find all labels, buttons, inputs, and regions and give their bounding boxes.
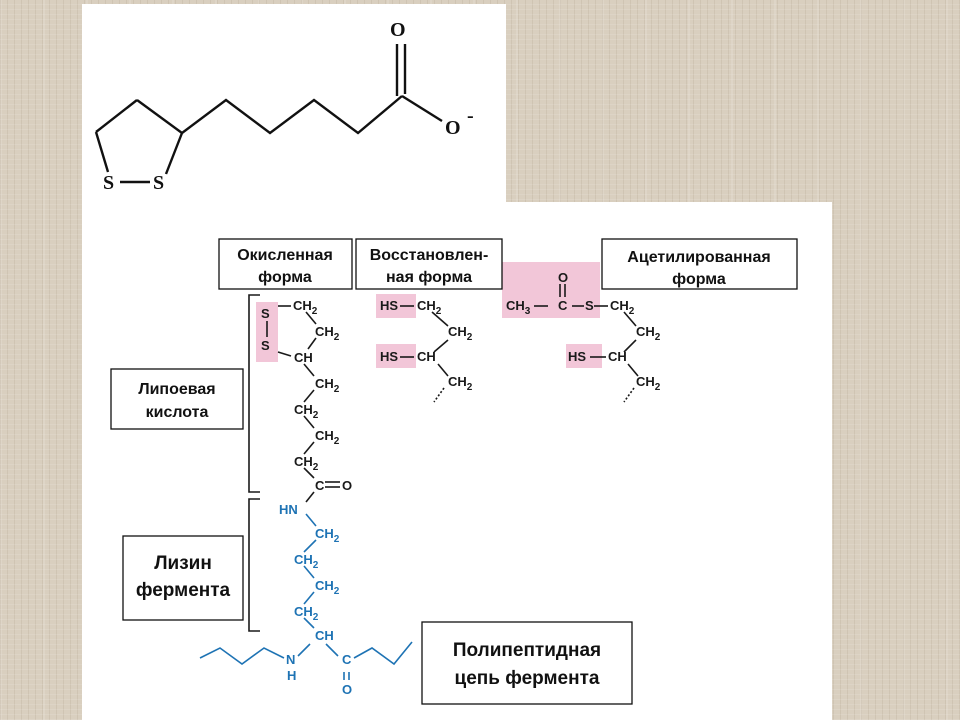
alpha-carbon: CH — [315, 628, 334, 643]
negative-charge: - — [467, 105, 474, 127]
methine-group: CH — [294, 350, 313, 365]
lipoic-acid-bracket — [248, 294, 260, 493]
oxidized-form-label: Окисленная форма — [218, 238, 353, 290]
methylene-group: CH2 — [294, 402, 319, 421]
methylene-group: CH2 — [294, 604, 319, 623]
carbonyl-carbon: C — [558, 298, 568, 313]
sulfur-atom: S — [261, 338, 270, 353]
carbonyl-oxygen: O — [558, 270, 568, 285]
svg-text:кислота: кислота — [146, 404, 209, 421]
carbonyl-carbon: C — [315, 478, 325, 493]
lipoamide-diagram-panel: Окисленная форма Восстановлен- ная форма… — [82, 202, 832, 720]
reduced-form-bonds — [400, 305, 449, 403]
thioester-sulfur: S — [585, 298, 594, 313]
carboxylate-bond — [401, 94, 443, 123]
ring-bond — [94, 131, 110, 173]
alkyl-chain — [181, 95, 403, 135]
ring-bond — [164, 132, 184, 175]
methylene-group: CH2 — [294, 454, 319, 473]
thiol-highlight — [566, 344, 602, 368]
thiol-group: HS — [568, 349, 586, 364]
lipoate-structure-panel: O O - S S — [82, 4, 506, 216]
svg-text:Лизин: Лизин — [154, 553, 212, 574]
svg-text:Окисленная: Окисленная — [237, 247, 333, 264]
thiol-group: HS — [380, 349, 398, 364]
svg-text:Восстановлен-: Восстановлен- — [370, 247, 489, 264]
methine-group: CH — [417, 349, 436, 364]
sulfur-atom: S — [153, 172, 164, 194]
ring-bond — [95, 99, 138, 133]
carbonyl-oxygen: O — [342, 478, 352, 493]
backbone-carbon: C — [342, 652, 352, 667]
svg-text:ная форма: ная форма — [386, 269, 472, 286]
svg-text:Полипептидная: Полипептидная — [453, 640, 601, 661]
methylene-group: CH2 — [315, 578, 340, 597]
methylene-group: CH2 — [315, 324, 340, 343]
lipoamide-diagram: Окисленная форма Восстановлен- ная форма… — [110, 238, 798, 705]
sulfur-atom: S — [261, 306, 270, 321]
oxygen-atom: O — [445, 117, 461, 139]
ring-bond — [136, 99, 183, 134]
thiol-group: HS — [380, 298, 398, 313]
svg-text:форма: форма — [672, 271, 726, 288]
acetylated-form-label: Ацетилированная форма — [601, 238, 798, 290]
acetylated-form-bonds — [534, 284, 639, 403]
backbone-left — [199, 647, 285, 665]
lysine-chain-bonds — [199, 513, 413, 680]
methylene-group: CH2 — [315, 376, 340, 395]
backbone-oxygen: O — [342, 682, 352, 697]
acetyl-highlight — [502, 262, 600, 318]
lipoic-acid-label: Липоевая кислота — [110, 368, 244, 430]
lysine-bracket — [248, 498, 260, 632]
methylene-group: CH2 — [417, 298, 442, 317]
backbone-right — [353, 641, 413, 666]
methylene-group: CH2 — [636, 374, 661, 393]
amide-nitrogen: HN — [279, 502, 298, 517]
methylene-group: CH2 — [293, 298, 318, 317]
methylene-group: CH2 — [294, 552, 319, 571]
lipoyl-chain-bonds — [266, 305, 340, 503]
polypeptide-chain-label: Полипептидная цепь фермента — [421, 621, 633, 705]
methylene-group: CH2 — [636, 324, 661, 343]
svg-text:форма: форма — [258, 269, 312, 286]
oxygen-atom: O — [390, 19, 406, 41]
svg-text:Ацетилированная: Ацетилированная — [627, 249, 770, 266]
sulfur-atom: S — [103, 172, 114, 194]
methylene-group: CH2 — [315, 526, 340, 545]
svg-text:цепь фермента: цепь фермента — [455, 668, 600, 689]
methylene-group: CH2 — [610, 298, 635, 317]
backbone-hydrogen: H — [287, 668, 296, 683]
lipoate-structure: O O - S S — [94, 19, 474, 194]
methylene-group: CH2 — [448, 324, 473, 343]
methylene-group: CH2 — [315, 428, 340, 447]
reduced-form-label: Восстановлен- ная форма — [355, 238, 503, 290]
thiol-highlight — [376, 344, 416, 368]
methylene-group: CH2 — [448, 374, 473, 393]
lysine-label: Лизин фермента — [122, 535, 244, 621]
svg-text:фермента: фермента — [136, 580, 231, 601]
svg-text:Липоевая: Липоевая — [138, 381, 215, 398]
methyl-group: CH3 — [506, 298, 531, 317]
methine-group: CH — [608, 349, 627, 364]
backbone-nitrogen: N — [286, 652, 295, 667]
